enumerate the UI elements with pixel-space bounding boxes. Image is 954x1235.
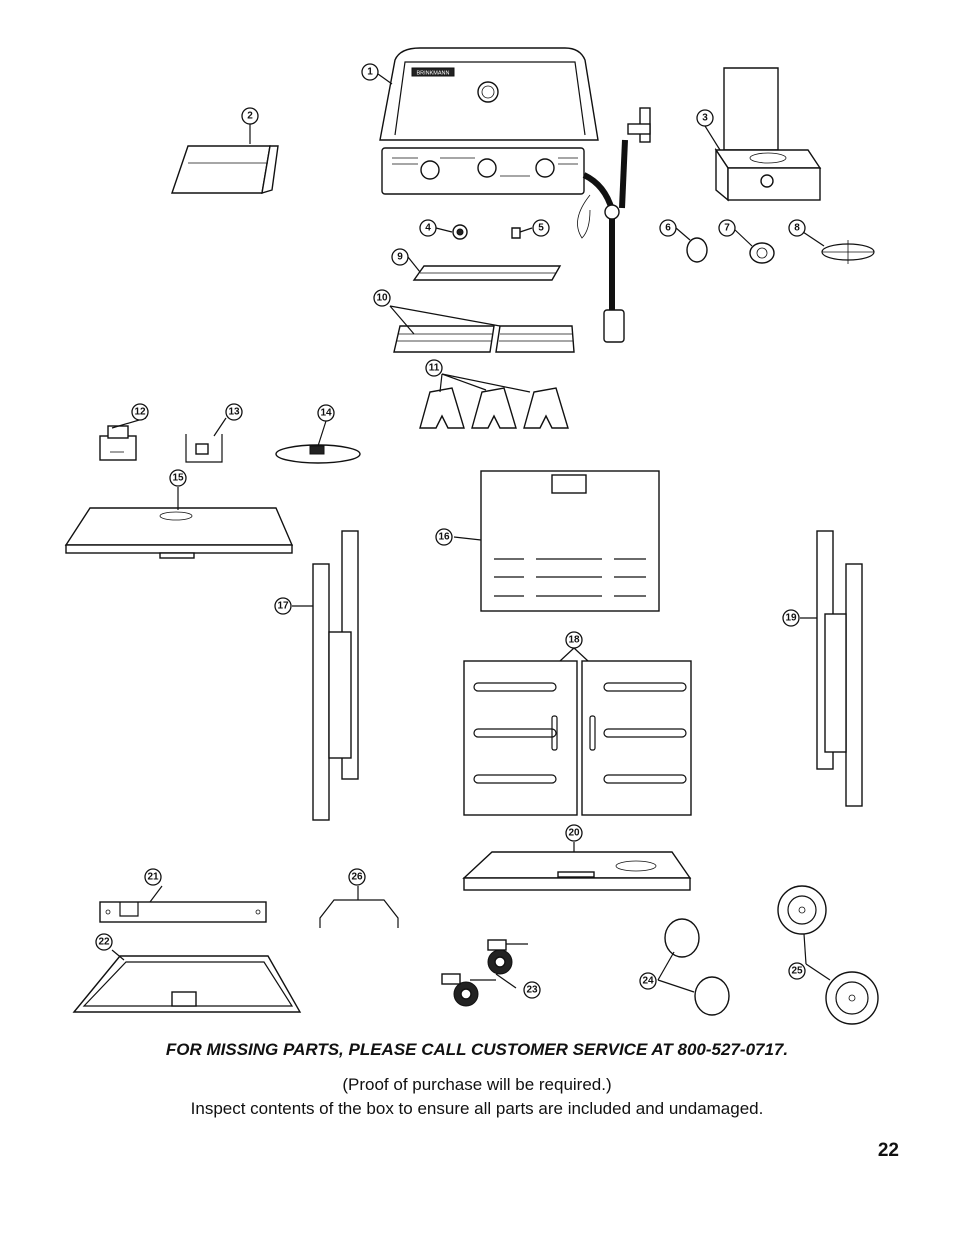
svg-text:10: 10 (376, 293, 388, 304)
svg-text:17: 17 (277, 601, 289, 612)
svg-text:14: 14 (320, 408, 332, 419)
svg-text:22: 22 (98, 937, 110, 948)
part-23-casters (441, 939, 528, 1007)
svg-text:26: 26 (351, 872, 363, 883)
svg-text:24: 24 (642, 976, 654, 987)
part-24-caps (664, 918, 730, 1016)
svg-text:5: 5 (538, 223, 544, 234)
callout-24: 24 (639, 972, 657, 990)
svg-text:11: 11 (429, 363, 440, 374)
part-2 (171, 145, 279, 194)
svg-text:7: 7 (724, 223, 730, 234)
callout-19: 19 (782, 609, 800, 627)
callout-26: 26 (348, 868, 366, 886)
callout-18: 18 (565, 631, 583, 649)
svg-text:15: 15 (172, 473, 184, 484)
part-16-back-panel (480, 470, 660, 612)
svg-text:19: 19 (785, 613, 797, 624)
callout-badges: 1 2 3 4 5 6 7 8 9 10 11 12 13 14 15 16 1… (95, 63, 806, 999)
part-9-warming-rack (412, 265, 562, 281)
svg-text:16: 16 (438, 532, 450, 543)
part-18-doors (463, 660, 692, 816)
svg-text:13: 13 (228, 407, 240, 418)
part-20-bottom-shelf (462, 851, 692, 891)
part-26-bracket (319, 899, 399, 928)
part-22-tray (72, 955, 302, 1013)
callout-6: 6 (659, 219, 677, 237)
callout-25: 25 (788, 962, 806, 980)
callout-9: 9 (391, 248, 409, 266)
part-25-wheels (777, 885, 879, 1025)
callout-14: 14 (317, 404, 335, 422)
svg-text:3: 3 (702, 113, 708, 124)
callout-4: 4 (419, 219, 437, 237)
svg-text:1: 1 (367, 67, 373, 78)
callout-17: 17 (274, 597, 292, 615)
svg-text:18: 18 (568, 635, 580, 646)
part-15-side-shelf (64, 507, 294, 559)
callout-22: 22 (95, 933, 113, 951)
small-parts (452, 224, 875, 264)
callout-1: 1 (361, 63, 379, 81)
proof-of-purchase-note: (Proof of purchase will be required.) (342, 1075, 612, 1094)
callout-16: 16 (435, 528, 453, 546)
callout-12: 12 (131, 403, 149, 421)
callout-13: 13 (225, 403, 243, 421)
svg-text:21: 21 (147, 872, 159, 883)
svg-text:23: 23 (526, 985, 538, 996)
part-21-crossbar (99, 901, 267, 923)
part-11-heat-tents (419, 387, 569, 429)
part-3-side-burner (714, 67, 822, 202)
callout-3: 3 (696, 109, 714, 127)
callout-10: 10 (373, 289, 391, 307)
svg-text:2: 2 (247, 111, 253, 122)
part-19-side-panel (816, 530, 863, 807)
svg-text:4: 4 (425, 223, 431, 234)
parts-12-13-14 (99, 425, 361, 464)
part-1-grill-head: BRINKMANN (379, 47, 599, 195)
svg-text:20: 20 (568, 828, 580, 839)
brand-label: BRINKMANN (416, 71, 449, 77)
part-10-cooking-grates (393, 325, 575, 353)
callout-8: 8 (788, 219, 806, 237)
callout-15: 15 (169, 469, 187, 487)
callout-2: 2 (241, 107, 259, 125)
gas-hose-regulator (577, 107, 651, 343)
callout-21: 21 (144, 868, 162, 886)
callout-11: 11 (425, 359, 443, 377)
inspect-contents-note: Inspect contents of the box to ensure al… (190, 1099, 764, 1118)
callout-7: 7 (718, 219, 736, 237)
svg-text:12: 12 (134, 407, 146, 418)
callout-5: 5 (532, 219, 550, 237)
callout-23: 23 (523, 981, 541, 999)
part-17-side-panel (312, 530, 359, 821)
missing-parts-notice: FOR MISSING PARTS, PLEASE CALL CUSTOMER … (165, 1040, 789, 1059)
callout-20: 20 (565, 824, 583, 842)
svg-text:25: 25 (791, 966, 803, 977)
svg-text:9: 9 (397, 252, 403, 263)
svg-text:8: 8 (794, 223, 800, 234)
page-number: 22 (877, 1140, 899, 1161)
svg-text:6: 6 (665, 223, 671, 234)
